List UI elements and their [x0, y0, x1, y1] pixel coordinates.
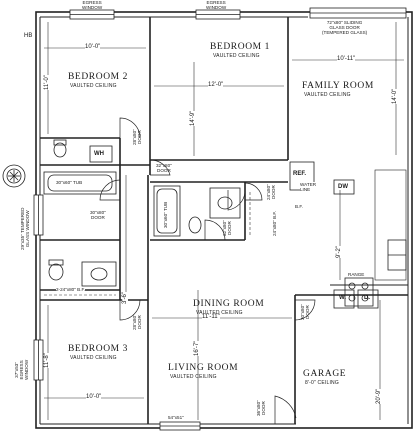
label-bf-wall: B.F.	[295, 204, 303, 209]
label-bath3-door: 32"x80" DOOR	[222, 220, 233, 236]
label-dw: DW	[338, 184, 348, 190]
door-swing-bath2	[204, 219, 226, 241]
dim-family-depth: 14'-0"	[392, 88, 398, 104]
dryer	[357, 289, 379, 309]
dim-garage-depth: 20'-9"	[376, 388, 382, 404]
washer	[333, 289, 355, 309]
toilet-lower	[48, 263, 64, 281]
dim-bed2-depth: 11'-0"	[44, 75, 50, 90]
dim-dining-width: 11'-11"	[202, 314, 220, 320]
label-water-heater: WH	[94, 151, 104, 157]
ceiling-bedroom-3: VAULTED CEILING	[70, 355, 117, 361]
label-hb: HB	[24, 33, 33, 39]
door-swing-bath3	[227, 190, 246, 211]
door-swing-garage	[274, 395, 297, 424]
dishwasher	[333, 179, 355, 195]
vanity-mid	[209, 187, 241, 219]
vanity-lower	[81, 261, 117, 287]
ceiling-bedroom-2: VAULTED CEILING	[70, 83, 117, 89]
ceiling-bedroom-1: VAULTED CEILING	[213, 53, 260, 59]
label-bed2-door: 28"x80" DOOR	[132, 129, 143, 145]
label-washer: W.	[339, 295, 346, 301]
range	[344, 277, 374, 307]
door-swing-bed2	[119, 117, 141, 139]
label-egress-bed3: 37"x53" EGRESS WINDOW	[14, 359, 30, 380]
ac-unit	[2, 164, 26, 188]
label-bath-door: 32"x80" DOOR	[156, 163, 172, 174]
dim-living-depth: 16'-7"	[194, 340, 200, 356]
label-bf-lower: 2-24"x80" B.F.	[56, 287, 86, 293]
ceiling-family: VAULTED CEILING	[304, 92, 351, 98]
label-tub-upper: 30"x60" TUB	[56, 180, 83, 185]
ceiling-dining: VAULTED CEILING	[196, 310, 243, 316]
label-garage-door: 36"x80" DOOR	[256, 400, 267, 416]
label-ref: REF.	[293, 171, 307, 177]
room-family: FAMILY ROOM	[302, 81, 374, 91]
room-garage: GARAGE	[303, 369, 347, 379]
label-bottom-window: 54"x51"	[168, 415, 184, 420]
tub-upper-outline	[43, 171, 117, 195]
room-bedroom-2: BEDROOM 2	[68, 72, 129, 82]
room-living: LIVING ROOM	[168, 363, 239, 373]
label-dryer: D.	[364, 295, 370, 301]
door-swing-closet	[244, 182, 263, 201]
toilet-mid	[188, 216, 202, 234]
dim-bed3-width: 10'-0"	[86, 394, 102, 400]
label-bf-upper: 24"x80" B.F.	[272, 211, 277, 236]
label-closet-door: 24"x80" DOOR	[266, 184, 277, 200]
tub-mid-outline	[153, 185, 181, 237]
label-laundry-door: 30"x80" DOOR	[300, 304, 311, 320]
label-water-line: WATER LINE	[300, 182, 317, 193]
ceiling-garage: 8'-0" CEILING	[305, 380, 339, 386]
door-swing-bath	[99, 179, 121, 201]
door-swing-laundry	[294, 299, 316, 321]
label-egress-left: EGRESS WINDOW	[82, 0, 103, 11]
label-bath2-door: 30"x80" DOOR	[90, 210, 106, 221]
counter	[374, 169, 407, 281]
dim-bed1-depth: 14'-9"	[190, 110, 196, 126]
toilet-upper	[53, 142, 67, 158]
door-swing-bed3	[119, 299, 141, 321]
room-bedroom-1: BEDROOM 1	[210, 42, 271, 52]
dim-bed1-width: 12'-0"	[208, 82, 224, 88]
label-tub-mid: 30"x60" TUB	[163, 201, 168, 228]
dim-bed3-depth: 11'-8"	[44, 353, 50, 368]
dim-family-width: 10'-11"	[337, 56, 356, 62]
label-range: RANGE	[348, 272, 365, 278]
label-bed3-door: 28"x80" DOOR	[132, 314, 143, 330]
label-tempered-window: 29"x35" TEMPERED GLASS WINDOW	[20, 207, 31, 251]
ceiling-living: VAULTED CEILING	[170, 374, 217, 380]
dim-hall-width: 3'-6"	[122, 292, 128, 304]
label-egress-mid: EGRESS WINDOW	[206, 0, 227, 11]
room-dining: DINING ROOM	[193, 299, 265, 309]
room-bedroom-3: BEDROOM 3	[68, 344, 129, 354]
dim-kitchen-depth: 9'-2"	[336, 246, 342, 258]
dim-bed2-width: 10'-0"	[85, 44, 101, 50]
water-heater-box	[89, 145, 113, 163]
label-sliding-door: 72"x80" SLIDING GLASS DOOR (TEMPERED GLA…	[322, 20, 368, 36]
door-swing-bed1	[149, 159, 171, 176]
